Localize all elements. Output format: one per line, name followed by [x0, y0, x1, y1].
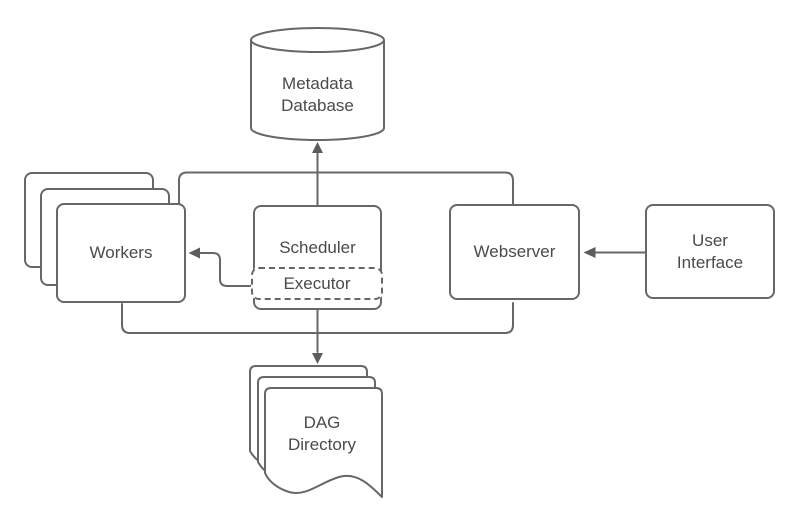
arrowhead-into-workers-icon [188, 247, 200, 259]
dag-directory-node [249, 365, 383, 498]
arrowhead-into-database-icon [312, 142, 323, 153]
metadata-database-label-wrap: Metadata Database [251, 72, 384, 118]
workers-label: Workers [89, 243, 153, 262]
database-cylinder-top [250, 27, 385, 53]
executor-node: Executor [251, 267, 383, 300]
executor-label: Executor [283, 273, 351, 293]
arrowhead-into-dag-icon [312, 353, 323, 364]
dag-document-front [264, 387, 383, 498]
user-interface-node: User Interface [645, 204, 775, 299]
connector-layer [121, 142, 646, 364]
arrowhead-into-webserver-icon [583, 247, 596, 258]
scheduler-label: Scheduler [279, 237, 356, 257]
workers-node: Workers [56, 203, 186, 303]
dag-directory-label-wrap: DAG Directory [262, 411, 382, 456]
top-bus-connector [178, 171, 514, 205]
webserver-label: Webserver [473, 242, 556, 261]
metadata-database-label: Metadata Database [281, 74, 354, 115]
user-interface-label: User Interface [676, 230, 744, 272]
bottom-bus-connector [121, 302, 514, 334]
webserver-node: Webserver [449, 204, 580, 300]
executor-to-workers-connector [199, 252, 252, 287]
metadata-database-node [250, 27, 385, 141]
dag-directory-label: DAG Directory [287, 412, 356, 454]
database-cylinder-body [250, 40, 385, 141]
